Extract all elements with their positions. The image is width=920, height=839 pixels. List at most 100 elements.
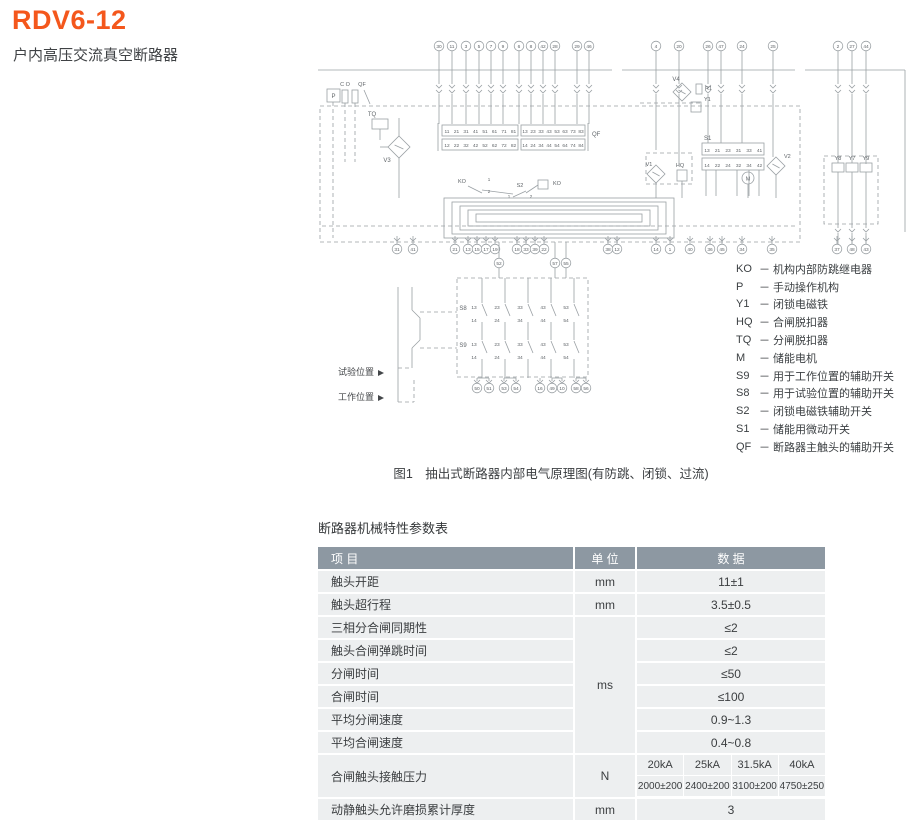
svg-text:34: 34 <box>739 247 745 253</box>
svg-text:S2: S2 <box>517 183 524 189</box>
legend-item: S9－用于工作位置的辅助开关 <box>736 369 894 383</box>
page-title: RDV6-12 <box>12 5 127 35</box>
table-cell: 触头合闸弹跳时间 <box>318 640 573 661</box>
svg-text:25: 25 <box>770 44 776 50</box>
svg-text:4: 4 <box>655 44 658 50</box>
svg-text:16: 16 <box>537 386 543 392</box>
svg-text:24: 24 <box>530 143 536 149</box>
svg-text:72: 72 <box>501 143 507 149</box>
svg-text:64: 64 <box>562 143 568 149</box>
svg-text:73: 73 <box>570 129 576 135</box>
table-cell: N <box>575 755 635 797</box>
svg-text:39: 39 <box>532 247 538 253</box>
svg-text:KO: KO <box>553 181 562 187</box>
svg-text:51: 51 <box>482 129 488 135</box>
svg-text:14: 14 <box>471 355 477 361</box>
svg-text:3: 3 <box>465 44 468 50</box>
table-cell: ≤50 <box>637 663 825 684</box>
svg-text:42: 42 <box>757 163 763 169</box>
svg-text:52: 52 <box>496 261 502 267</box>
legend-item: S1－储能用微动开关 <box>736 423 850 437</box>
svg-text:44: 44 <box>546 143 552 149</box>
table-cell: 平均合闸速度 <box>318 732 573 753</box>
svg-text:6: 6 <box>518 44 521 50</box>
svg-text:S8: S8 <box>459 306 467 312</box>
svg-text:53: 53 <box>563 342 569 348</box>
svg-text:35: 35 <box>769 247 775 253</box>
svg-text:Y7: Y7 <box>849 156 856 162</box>
svg-text:22: 22 <box>541 247 547 253</box>
svg-text:14: 14 <box>653 247 659 253</box>
svg-text:81: 81 <box>511 129 517 135</box>
svg-text:HQ: HQ <box>676 163 685 169</box>
table-cell: ms <box>575 617 635 753</box>
svg-text:13: 13 <box>471 342 477 348</box>
svg-text:V2: V2 <box>784 154 791 160</box>
svg-text:23: 23 <box>530 129 536 135</box>
svg-text:84: 84 <box>578 143 584 149</box>
svg-text:V1: V1 <box>646 162 653 168</box>
svg-text:33: 33 <box>517 305 523 311</box>
table-cell: 触头开距 <box>318 571 573 592</box>
table-cell: 项 目 <box>318 547 573 569</box>
svg-text:62: 62 <box>492 143 498 149</box>
svg-text:83: 83 <box>578 129 584 135</box>
svg-text:53: 53 <box>563 305 569 311</box>
table-cell: mm <box>575 799 635 820</box>
svg-text:37: 37 <box>834 247 840 253</box>
svg-text:30: 30 <box>436 44 442 50</box>
svg-text:33: 33 <box>538 129 544 135</box>
legend-item: S8－用于试验位置的辅助开关 <box>736 387 894 401</box>
table-cell: ≤100 <box>637 686 825 707</box>
table-cell: 3.5±0.5 <box>637 594 825 615</box>
svg-text:55: 55 <box>563 261 569 267</box>
svg-text:Y1: Y1 <box>704 97 711 103</box>
table-cell: mm <box>575 594 635 615</box>
svg-text:工作位置: 工作位置 <box>338 391 374 402</box>
table-cell: 动静触头允许磨损累计厚度 <box>318 799 573 820</box>
svg-text:11: 11 <box>450 44 455 50</box>
svg-text:12: 12 <box>444 143 450 149</box>
svg-text:45: 45 <box>719 247 725 253</box>
svg-text:15: 15 <box>474 247 480 253</box>
table-cell: 合闸触头接触压力 <box>318 755 573 797</box>
svg-text:63: 63 <box>562 129 568 135</box>
legend-item: QF－断路器主触头的辅助开关 <box>736 440 894 454</box>
svg-text:33: 33 <box>523 247 529 253</box>
svg-text:41: 41 <box>473 129 479 135</box>
svg-text:12: 12 <box>614 247 620 253</box>
svg-text:21: 21 <box>715 148 721 154</box>
table-cell: 25kA <box>684 755 731 775</box>
svg-text:21: 21 <box>454 129 460 135</box>
table-cell: 40kA <box>778 755 825 775</box>
table-cell: ≤2 <box>637 617 825 638</box>
svg-text:26: 26 <box>705 44 711 50</box>
svg-text:13: 13 <box>465 247 471 253</box>
table-cell: 分闸时间 <box>318 663 573 684</box>
page-subtitle: 户内高压交流真空断路器 <box>13 47 179 64</box>
svg-text:C O: C O <box>340 82 351 88</box>
table-title: 断路器机械特性参数表 <box>318 521 449 536</box>
svg-text:32: 32 <box>736 163 742 169</box>
table-cell: 11±1 <box>637 571 825 592</box>
legend-item: HQ－合闸脱扣器 <box>736 316 828 330</box>
svg-text:V3: V3 <box>383 158 391 164</box>
svg-text:14: 14 <box>522 143 528 149</box>
svg-text:49: 49 <box>549 386 555 392</box>
svg-text:1: 1 <box>488 177 491 182</box>
svg-text:43: 43 <box>540 305 546 311</box>
svg-text:57: 57 <box>552 261 558 267</box>
svg-text:42: 42 <box>540 44 546 50</box>
figure-caption: 图1 抽出式断路器内部电气原理图(有防跳、闭锁、过流) <box>393 467 709 481</box>
table-row: 项 目单 位数 据 <box>318 547 825 569</box>
table-cell: mm <box>575 571 635 592</box>
svg-text:42: 42 <box>473 143 479 149</box>
svg-text:29: 29 <box>574 44 580 50</box>
svg-text:43: 43 <box>546 129 552 135</box>
table-cell: 三相分合闸同期性 <box>318 617 573 638</box>
svg-text:1: 1 <box>669 247 672 253</box>
svg-text:14: 14 <box>704 163 710 169</box>
